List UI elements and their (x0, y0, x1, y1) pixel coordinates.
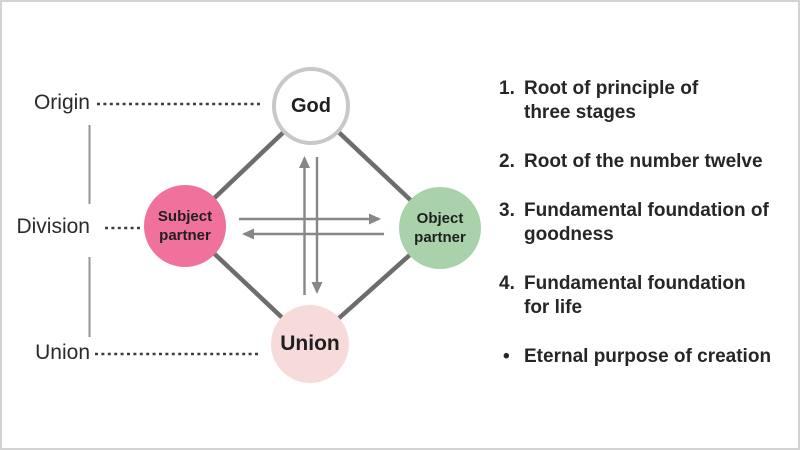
union-label: Union (35, 341, 90, 364)
god-node: God (272, 67, 350, 145)
list-item-text: Root of the number twelve (524, 151, 763, 172)
subject-partner-label: Subject partner (157, 208, 213, 244)
list-item-text: Root of principle of three stages (524, 78, 699, 123)
list-item: • Eternal purpose of creation (499, 345, 791, 369)
list-item: 2. Root of the number twelve (499, 150, 791, 174)
subject-partner-node: Subject partner (144, 185, 226, 267)
list-item-bullet-marker: • (503, 346, 510, 367)
object-partner-node: Object partner (399, 187, 481, 269)
list-item: 3. Fundamental foundation of goodness (499, 199, 791, 247)
god-node-label: God (291, 94, 331, 117)
origin-label: Origin (33, 91, 90, 114)
list-item-marker: 2. (499, 151, 515, 172)
list-item-marker: 3. (499, 200, 515, 221)
union-node: Union (271, 305, 349, 383)
list-item: 4. Fundamental foundation for life (499, 272, 791, 320)
object-partner-label: Object partner (414, 210, 466, 246)
list-item-text: Fundamental foundation of goodness (524, 200, 769, 245)
list-item: 1. Root of principle of three stages (499, 77, 791, 125)
division-label: Division (16, 215, 90, 238)
points-list: 1. Root of principle of three stages 2. … (499, 77, 791, 369)
list-item-text: Fundamental foundation for life (524, 273, 746, 318)
list-item-marker: 4. (499, 273, 515, 294)
list-item-marker: 1. (499, 78, 515, 99)
union-node-label: Union (280, 332, 340, 355)
list-item-text: Eternal purpose of creation (524, 346, 772, 367)
